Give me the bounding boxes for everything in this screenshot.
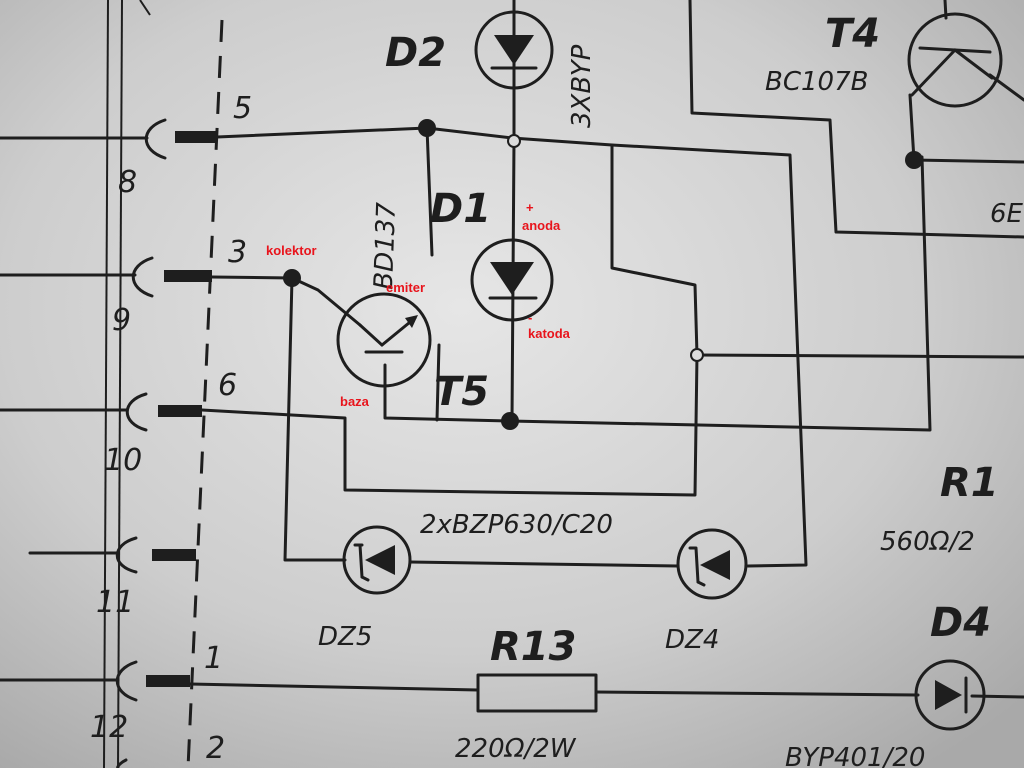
pin-number-8: 8 (118, 165, 137, 200)
r13-label: R13 (490, 624, 576, 670)
t4-label: T4 (825, 11, 880, 57)
connector-sockets (0, 118, 217, 768)
dz4-label: DZ4 (665, 625, 719, 655)
diode-d4-symbol (914, 659, 986, 731)
socket-8-symbol (144, 118, 167, 160)
r12-label: R1 (940, 460, 999, 506)
wire-number-5: 5 (233, 91, 252, 126)
pin-10-stub (158, 405, 202, 417)
junction-dots (283, 119, 923, 430)
page-border (103, 0, 123, 768)
annotation-anode-sign: + (526, 200, 534, 215)
connector-boundary-line (186, 19, 224, 768)
pin-12-stub (146, 675, 190, 687)
pin-number-12: 12 (90, 710, 128, 745)
d4-label: D4 (930, 600, 991, 646)
d4-type-label: BYP401/20 (785, 743, 925, 768)
zener-type-label: 2xBZP630/C20 (420, 510, 613, 540)
socket-9-symbol (131, 256, 154, 298)
t5-type-label: BD137 (369, 201, 402, 290)
pin-8-stub (175, 131, 217, 143)
annotation-cathode: katoda (528, 326, 571, 341)
diode-d2-symbol (474, 10, 554, 90)
pin-number-10: 10 (104, 443, 142, 478)
wire-number-2: 2 (206, 731, 225, 766)
d2-label: D2 (385, 30, 446, 76)
zener-dz5-symbol (342, 525, 412, 595)
r12-value-label: 560Ω/2 (880, 527, 975, 557)
annotation-emitter: emiter (386, 280, 425, 295)
r13-value-label: 220Ω/2W (455, 734, 577, 764)
wire-number-3: 3 (228, 235, 247, 270)
annotation-cathode-sign: - (528, 310, 532, 325)
transistor-t4-symbol (907, 12, 1003, 108)
dz5-label: DZ5 (318, 622, 372, 652)
socket-11-symbol (115, 536, 138, 574)
annotation-anode: anoda (522, 218, 561, 233)
right-edge-label: 6E (990, 199, 1024, 229)
resistor-r13-symbol (476, 673, 598, 713)
wire-number-1: 1 (204, 641, 223, 676)
d1-label: D1 (430, 186, 491, 232)
diode-d1-symbol (470, 238, 554, 322)
annotation-collector: kolektor (266, 243, 317, 258)
wire-number-6: 6 (218, 368, 237, 403)
socket-10-symbol (125, 392, 148, 432)
border-mark (139, 0, 151, 16)
transistor-t5-symbol (336, 292, 432, 388)
pin-11-stub (152, 549, 196, 561)
t5-label: T5 (434, 369, 489, 415)
t4-type-label: BC107B (765, 67, 868, 97)
socket-12-symbol (115, 660, 138, 702)
pin-number-9: 9 (112, 303, 131, 338)
annotation-base: baza (340, 394, 370, 409)
pin-9-stub (164, 270, 212, 282)
d2-type-label: 3XBYP (567, 44, 597, 128)
zener-dz4-symbol (676, 528, 748, 600)
pin-number-11: 11 (96, 585, 134, 620)
